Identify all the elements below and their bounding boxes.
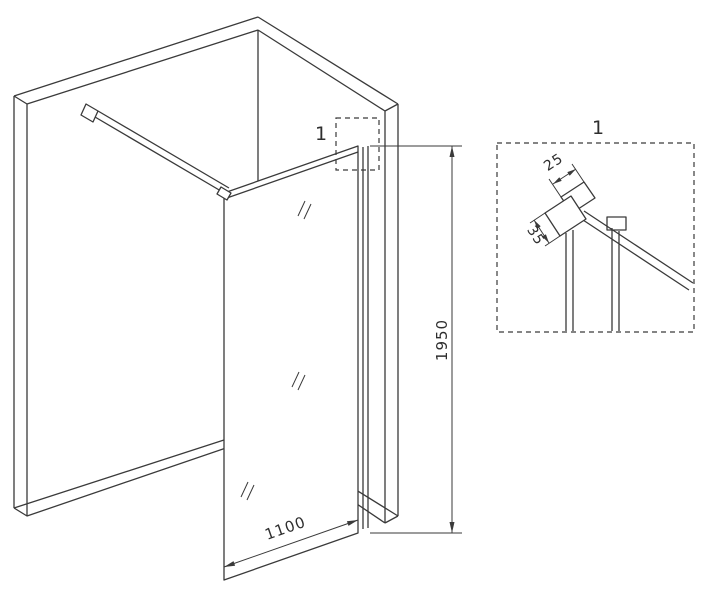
width-arrow-left — [224, 561, 236, 567]
support-bar-lines — [94, 110, 230, 195]
detail-35-arrow-a — [534, 220, 541, 229]
detail-callout: 1 — [315, 117, 380, 171]
dimension-height: 1950 — [370, 145, 462, 534]
height-arrow-bottom — [449, 522, 455, 533]
detail-view: 1 25 35 — [496, 117, 695, 333]
glass-clamp — [216, 186, 232, 201]
detail-view-label: 1 — [592, 117, 604, 139]
detail-25-label: 25 — [541, 151, 566, 175]
detail-35-label: 35 — [523, 223, 547, 248]
detail-callout-box — [335, 117, 380, 171]
detail-view-box — [496, 142, 695, 333]
detail-25-arrow-a — [553, 177, 562, 184]
height-dimension-label: 1950 — [433, 319, 451, 361]
detail-25-arrow-b — [567, 169, 576, 176]
width-arrow-right — [346, 520, 358, 526]
glass-shine-marks — [240, 200, 312, 501]
height-extension-lines — [370, 145, 462, 534]
detail-clamp-body-profile — [544, 195, 587, 237]
detail-callout-label: 1 — [315, 123, 327, 145]
detail-35-arrow-b — [542, 234, 549, 243]
glass-panel — [223, 145, 369, 581]
detail-fixing-bracket — [606, 216, 627, 231]
height-arrow-top — [449, 146, 455, 157]
left-wall-lines — [13, 16, 259, 517]
glass-pane — [223, 145, 359, 581]
support-bar — [80, 103, 232, 201]
width-dimension-line — [223, 519, 359, 568]
wall-bracket — [80, 103, 99, 123]
detail-glass-and-bar-lines — [565, 210, 694, 331]
